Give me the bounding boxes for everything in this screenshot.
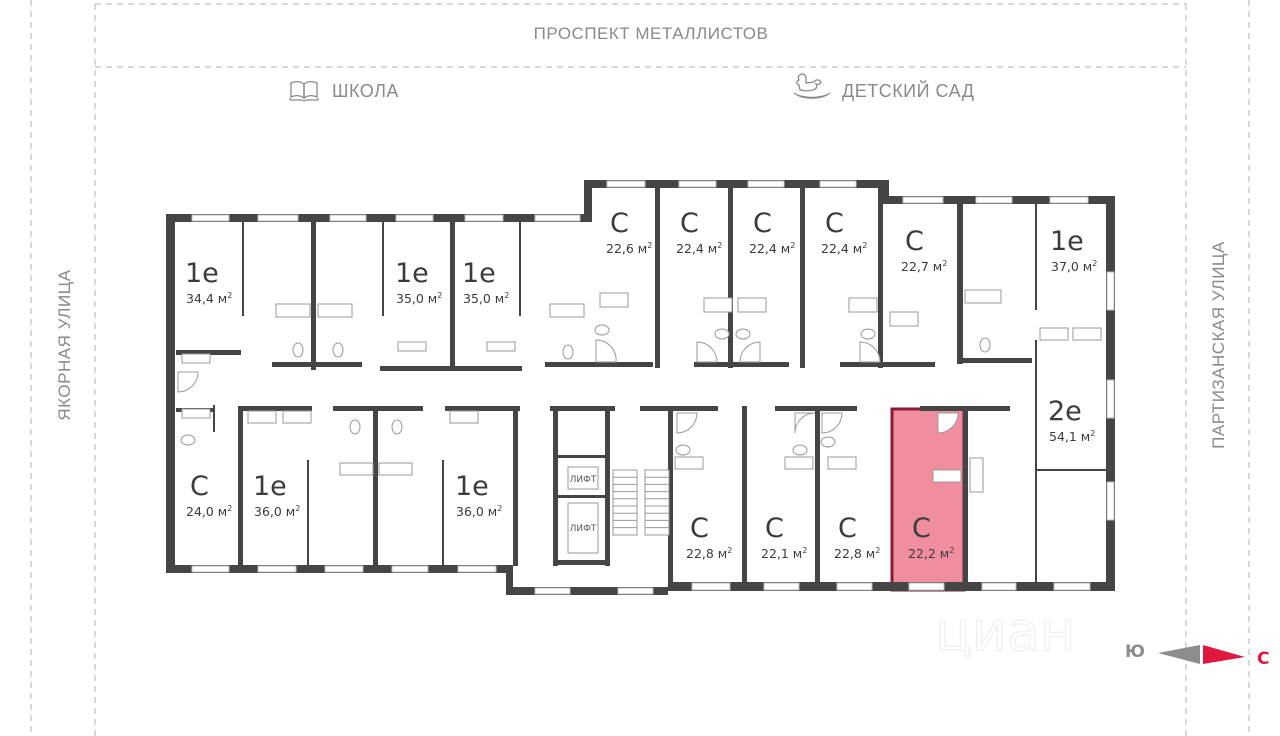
apartment-type-a9[interactable]: 1е (1050, 226, 1084, 257)
compass: Ю С (1125, 642, 1269, 669)
stairs (612, 469, 670, 536)
apartment-area-a9: 37,0 м2 (1051, 259, 1097, 274)
street-label-right: ПАРТИЗАНСКАЯ УЛИЦА (1209, 241, 1228, 449)
apartment-type-a11[interactable]: С (190, 471, 209, 502)
book-icon (289, 80, 319, 102)
apartment-area-a16: 22,8 м2 (834, 546, 880, 561)
lift-label-2: ЛИФТ (570, 524, 597, 534)
elevator-core: ЛИФТ ЛИФТ (567, 466, 599, 554)
apartment-area-a7: 22,4 м2 (821, 241, 867, 256)
fixtures (177, 289, 1102, 493)
apartment-type-a8[interactable]: С (905, 226, 924, 257)
apartment-type-a17[interactable]: С (912, 513, 931, 544)
windows (191, 180, 1115, 595)
lift-label-1: ЛИФТ (570, 475, 597, 485)
apartment-area-a10: 54,1 м2 (1049, 429, 1095, 444)
apartment-labels: 1е 34,4 м2 1е 35,0 м2 1е 35,0 м2 С 22,6 м2 С 22,4… (185, 208, 1097, 561)
apartment-type-a15[interactable]: С (765, 513, 784, 544)
apartment-area-a6: 22,4 м2 (749, 241, 795, 256)
compass-south-label: Ю (1125, 642, 1145, 662)
street-label-left: ЯКОРНАЯ УЛИЦА (55, 269, 74, 420)
rocking-horse-icon (793, 73, 831, 99)
apartment-type-a3[interactable]: 1е (462, 258, 496, 289)
apartment-highlight-fill[interactable] (892, 409, 964, 590)
apartment-area-a12: 36,0 м2 (254, 504, 300, 519)
apartment-area-a5: 22,4 м2 (676, 241, 722, 256)
apartment-area-a8: 22,7 м2 (901, 259, 947, 274)
apartment-type-a13[interactable]: 1е (455, 471, 489, 502)
poi-school-label: ШКОЛА (332, 81, 399, 101)
street-label-top: ПРОСПЕКТ МЕТАЛЛИСТОВ (534, 24, 769, 43)
compass-north-arrow (1203, 645, 1245, 664)
apartment-type-a16[interactable]: С (838, 513, 857, 544)
apartment-type-a1[interactable]: 1е (185, 258, 219, 289)
poi-kindergarten-label: ДЕТСКИЙ САД (842, 80, 974, 101)
apartment-area-a4: 22,6 м2 (606, 241, 652, 256)
apartment-area-a2: 35,0 м2 (396, 291, 442, 306)
apartment-area-a14: 22,8 м2 (686, 546, 732, 561)
apartment-area-a11: 24,0 м2 (186, 504, 232, 519)
apartment-type-a4[interactable]: С (610, 208, 629, 239)
compass-north-label: С (1257, 649, 1269, 669)
street-boundaries (30, 0, 1250, 736)
apartment-area-a1: 34,4 м2 (186, 291, 232, 306)
apartment-type-a10[interactable]: 2е (1048, 396, 1082, 427)
watermark: циан (935, 600, 1075, 663)
stair-flight (612, 469, 638, 536)
apartment-type-a2[interactable]: 1е (395, 258, 429, 289)
apartment-area-a3: 35,0 м2 (463, 291, 509, 306)
apartment-type-a14[interactable]: С (690, 513, 709, 544)
stair-flight (644, 469, 670, 536)
apartment-area-a17: 22,2 м2 (908, 546, 954, 561)
apartment-type-a12[interactable]: 1е (253, 471, 287, 502)
apartment-type-a5[interactable]: С (680, 208, 699, 239)
apartment-area-a15: 22,1 м2 (761, 546, 807, 561)
apartment-area-a13: 36,0 м2 (456, 504, 502, 519)
compass-south-arrow (1158, 645, 1200, 664)
apartment-type-a6[interactable]: С (753, 208, 772, 239)
apartment-type-a7[interactable]: С (825, 208, 844, 239)
